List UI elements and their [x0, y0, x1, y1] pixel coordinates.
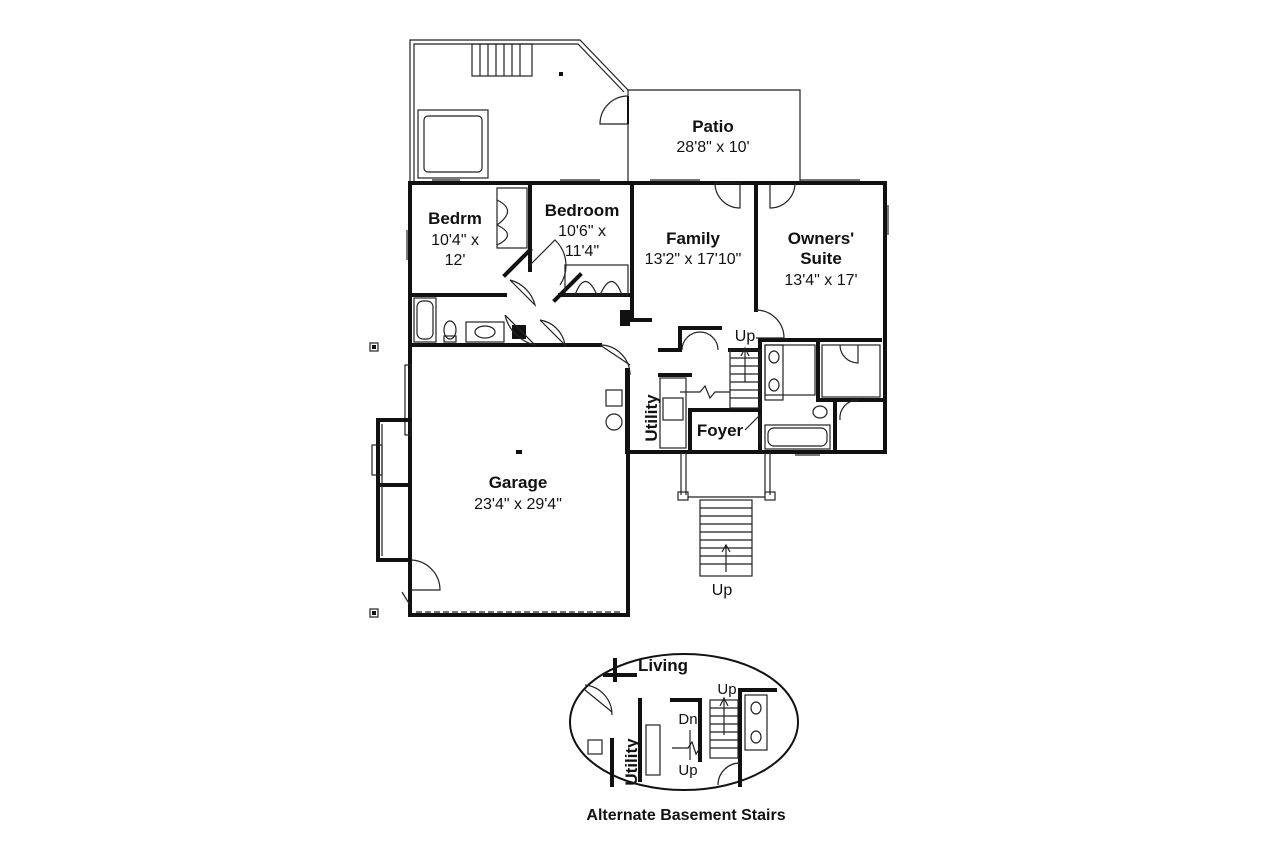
doors	[409, 182, 859, 591]
owners-size: 13'4" x 17'	[784, 272, 857, 289]
inset-up-bottom-label: Up	[678, 762, 697, 779]
inset-frame	[569, 653, 799, 791]
patio-name: Patio	[692, 117, 734, 136]
owners-name-1: Owners'	[788, 229, 854, 248]
owners-name-2: Suite	[800, 249, 842, 268]
garage-name: Garage	[489, 473, 548, 492]
deck-area	[409, 39, 801, 183]
bedroom-size-1: 10'6" x	[558, 223, 606, 240]
bedrm-size-1: 10'4" x	[431, 232, 479, 249]
family-size: 13'2" x 17'10"	[645, 251, 742, 268]
inset-living-label: Living	[638, 656, 688, 675]
closets	[496, 187, 881, 398]
utility-fixtures	[605, 377, 687, 449]
utility-name: Utility	[642, 394, 661, 442]
bedrm-name: Bedrm	[428, 209, 482, 228]
inset-utility-label: Utility	[622, 738, 641, 786]
garage-details	[369, 342, 622, 618]
patio-size: 28'8" x 10'	[676, 139, 749, 156]
entry-stair-up-label: Up	[712, 582, 733, 599]
room-labels: Patio 28'8" x 10' Bedrm 10'4" x 12' Bedr…	[428, 117, 858, 599]
bath-fixtures	[413, 297, 831, 450]
foyer-name: Foyer	[697, 421, 744, 440]
inset-dn-label: Dn	[678, 711, 697, 728]
family-name: Family	[666, 229, 720, 248]
inset-caption: Alternate Basement Stairs	[586, 807, 785, 824]
windows	[406, 179, 889, 456]
interior-stair	[680, 346, 761, 409]
front-entry	[677, 452, 776, 577]
garage-size: 23'4" x 29'4"	[474, 496, 562, 513]
alternate-stairs-inset: Living Utility Up Dn Up Alternate Baseme…	[569, 653, 799, 824]
inset-up-top-label: Up	[717, 681, 736, 698]
bedroom-size-2: 11'4"	[565, 243, 599, 260]
bedroom-name: Bedroom	[545, 201, 620, 220]
interior-stair-up-label: Up	[735, 328, 756, 345]
bedrm-size-2: 12'	[445, 252, 466, 269]
exterior-walls	[408, 181, 887, 617]
